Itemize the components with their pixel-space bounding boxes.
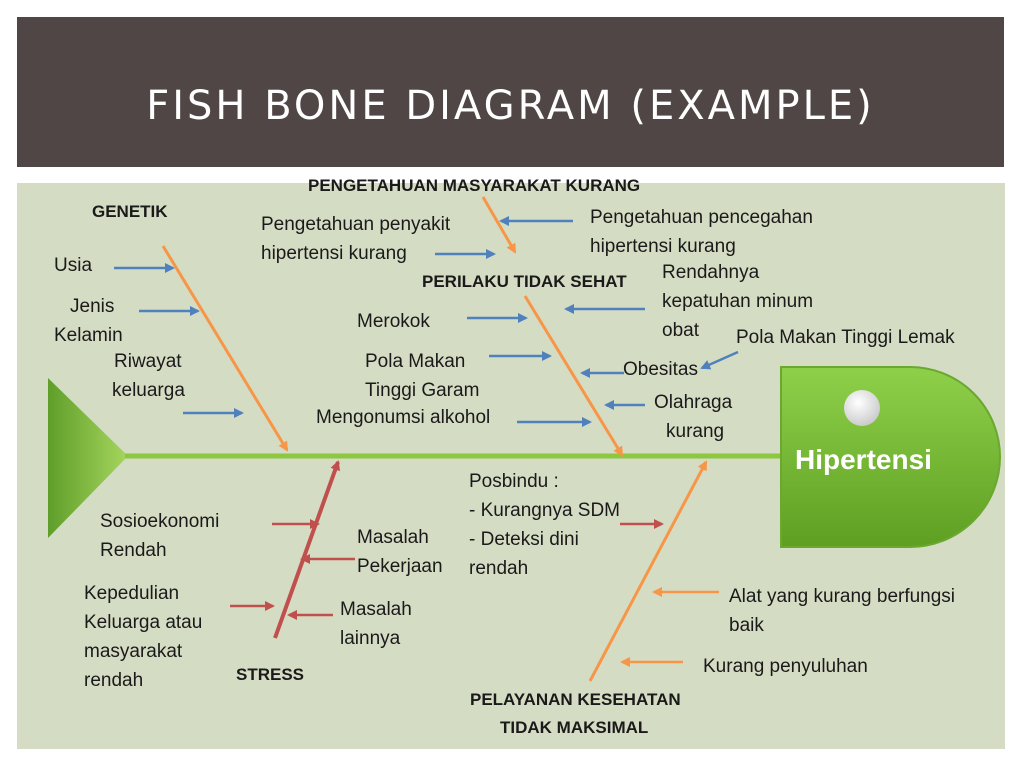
title-bar: FISH BONE DIAGRAM (EXAMPLE) (17, 17, 1004, 167)
category-stress: STRESS (236, 665, 305, 684)
cause-pengetahuan-penyakit-line2: hipertensi kurang (261, 243, 407, 264)
cause-jenis-kelamin-line2: Kelamin (54, 325, 123, 346)
cause-pengetahuan-pencegahan-line2: hipertensi kurang (590, 236, 736, 257)
category-genetik: GENETIK (92, 202, 168, 221)
bone-perilaku (523, 295, 624, 457)
cause-jenis-kelamin-line1: Jenis (70, 296, 115, 317)
cause-kepedulian-line2: Keluarga atau (84, 612, 203, 633)
category-pelayanan-line1: PELAYANAN KESEHATAN (470, 690, 681, 709)
cause-kepatuhan-line2: kepatuhan minum (662, 291, 814, 312)
cause-posbindu-line4: rendah (469, 558, 529, 579)
fish-tail (48, 378, 128, 538)
cause-riwayat-line1: Riwayat (114, 351, 182, 372)
bone-stress (273, 460, 341, 639)
cause-obesitas: Obesitas (623, 359, 698, 380)
cause-kepatuhan-line1: Rendahnya (662, 262, 760, 283)
cause-masalah-lainnya-line2: lainnya (340, 628, 401, 649)
cause-riwayat-line2: keluarga (112, 380, 185, 401)
bone-genetik (161, 245, 289, 452)
fish-head (780, 366, 1001, 548)
cause-merokok: Merokok (357, 311, 430, 332)
cause-pola-garam-line1: Pola Makan (365, 351, 466, 372)
cause-masalah-pekerjaan-line1: Masalah (357, 527, 429, 548)
cause-penyuluhan: Kurang penyuluhan (703, 656, 868, 677)
cause-kepedulian-line4: rendah (84, 670, 144, 691)
cause-masalah-lainnya-line1: Masalah (340, 599, 412, 620)
arrow-pola-lemak (700, 350, 739, 370)
bone-pelayanan (588, 460, 708, 682)
cause-kepedulian-line3: masyarakat (84, 641, 183, 662)
cause-sosioekonomi-line2: Rendah (100, 540, 167, 561)
cause-pola-garam-line2: Tinggi Garam (365, 380, 480, 401)
cause-sosioekonomi-line1: Sosioekonomi (100, 511, 220, 532)
cause-alat-line1: Alat yang kurang berfungsi (729, 586, 956, 607)
cause-olahraga-line1: Olahraga (654, 392, 733, 413)
cause-alat-line2: baik (729, 615, 764, 636)
slide-title: FISH BONE DIAGRAM (EXAMPLE) (146, 83, 875, 129)
cause-posbindu-line2: - Kurangnya SDM (469, 500, 621, 521)
category-pengetahuan: PENGETAHUAN MASYARAKAT KURANG (308, 176, 641, 195)
cause-posbindu-line3: - Deteksi dini (469, 529, 579, 550)
cause-alkohol: Mengonumsi alkohol (316, 407, 491, 428)
cause-kepedulian-line1: Kepedulian (84, 583, 180, 604)
bone-pengetahuan (481, 196, 517, 254)
cause-masalah-pekerjaan-line2: Pekerjaan (357, 556, 443, 577)
cause-kepatuhan-line3: obat (662, 320, 699, 341)
cause-posbindu-line1: Posbindu : (469, 471, 559, 492)
fish-eye-icon (844, 390, 880, 426)
cause-pengetahuan-penyakit-line1: Pengetahuan penyakit (261, 214, 451, 235)
cause-olahraga-line2: kurang (666, 421, 725, 442)
cause-pola-lemak: Pola Makan Tinggi Lemak (736, 327, 955, 348)
effect-label: Hipertensi (795, 444, 932, 475)
cause-usia: Usia (54, 255, 93, 276)
cause-pengetahuan-pencegahan-line1: Pengetahuan pencegahan (590, 207, 813, 228)
category-pelayanan-line2: TIDAK MAKSIMAL (500, 718, 649, 737)
category-perilaku: PERILAKU TIDAK SEHAT (422, 272, 627, 291)
